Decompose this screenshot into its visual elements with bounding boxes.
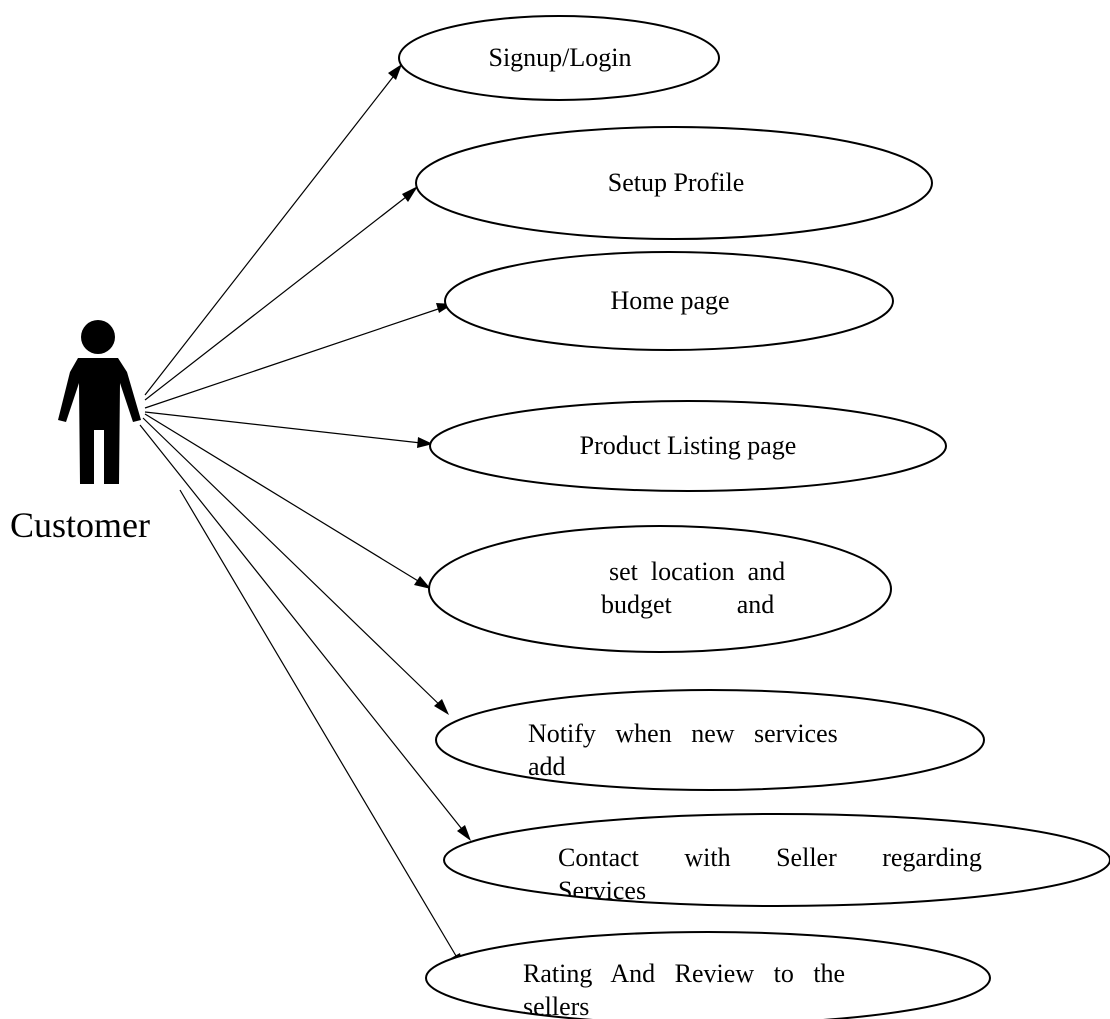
association-line-signup-login — [144, 67, 401, 396]
arrowhead-contact-seller — [457, 825, 471, 841]
association-line-product-listing-page — [144, 411, 431, 445]
use-case-label: add — [528, 752, 566, 781]
arrowhead-set-location-budget — [414, 576, 431, 589]
use-case-rating-review[interactable]: Rating And Review to the sellers — [425, 931, 991, 1019]
arrowhead-setup-profile — [402, 186, 418, 202]
use-case-label: Signup/Login — [488, 43, 631, 72]
use-case-label: Setup Profile — [608, 168, 745, 197]
person-icon — [58, 320, 141, 484]
arrowhead-notify-new-services — [434, 699, 449, 715]
use-case-label: budget and — [601, 590, 774, 619]
use-case-contact-seller[interactable]: Contact with Seller regarding Services — [443, 813, 1110, 907]
actor-label: Customer — [10, 505, 150, 545]
use-case-notify-new-services[interactable]: Notify when new services add — [435, 689, 985, 791]
arrowhead-signup-login — [388, 64, 402, 80]
arrowhead-product-listing-page — [417, 437, 433, 448]
use-case-label: Contact with Seller regarding — [558, 843, 982, 872]
use-case-label: Notify when new services — [528, 719, 838, 748]
association-line-set-location-budget — [144, 413, 429, 588]
use-case-label: set location and — [609, 557, 785, 586]
use-case-setup-profile[interactable]: Setup Profile — [415, 126, 933, 240]
use-case-product-listing-page[interactable]: Product Listing page — [429, 400, 947, 492]
use-case-label: Home page — [610, 286, 729, 315]
association-line-notify-new-services — [142, 417, 448, 713]
association-line-home-page — [144, 304, 451, 409]
association-line-contact-seller — [139, 424, 470, 839]
use-case-label: Services — [558, 876, 646, 905]
use-case-label: Rating And Review to the — [523, 959, 845, 988]
use-case-set-location-budget[interactable]: set location and budget and — [428, 525, 892, 653]
use-case-signup-login[interactable]: Signup/Login — [398, 15, 720, 101]
use-case-label: Product Listing page — [580, 431, 797, 460]
use-case-home-page[interactable]: Home page — [444, 251, 894, 351]
association-line-rating-review — [179, 489, 463, 967]
association-lines — [139, 67, 470, 967]
association-line-setup-profile — [144, 189, 416, 401]
